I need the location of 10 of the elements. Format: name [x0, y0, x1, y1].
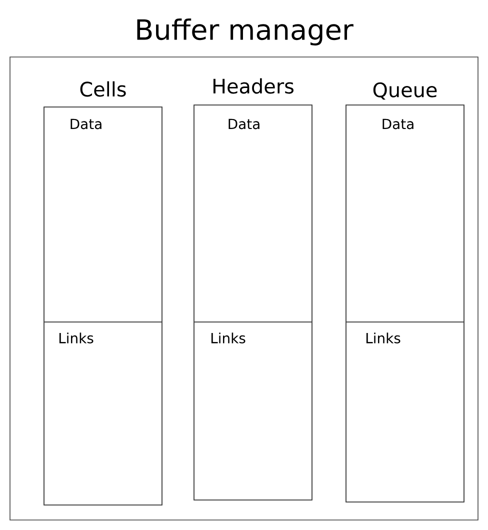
node-label: Queue: [373, 82, 437, 100]
cell-box: Links: [44, 322, 162, 506]
cell-box: Data: [346, 104, 464, 322]
cell-box: Links: [346, 322, 464, 502]
cell-box: Links: [194, 322, 312, 500]
node-label: Buffer manager: [137, 18, 354, 46]
node-label: Cells: [80, 81, 126, 97]
cell-box: Data: [194, 104, 312, 322]
node-label: Headers: [213, 78, 294, 94]
cell-box: Data: [44, 106, 162, 322]
